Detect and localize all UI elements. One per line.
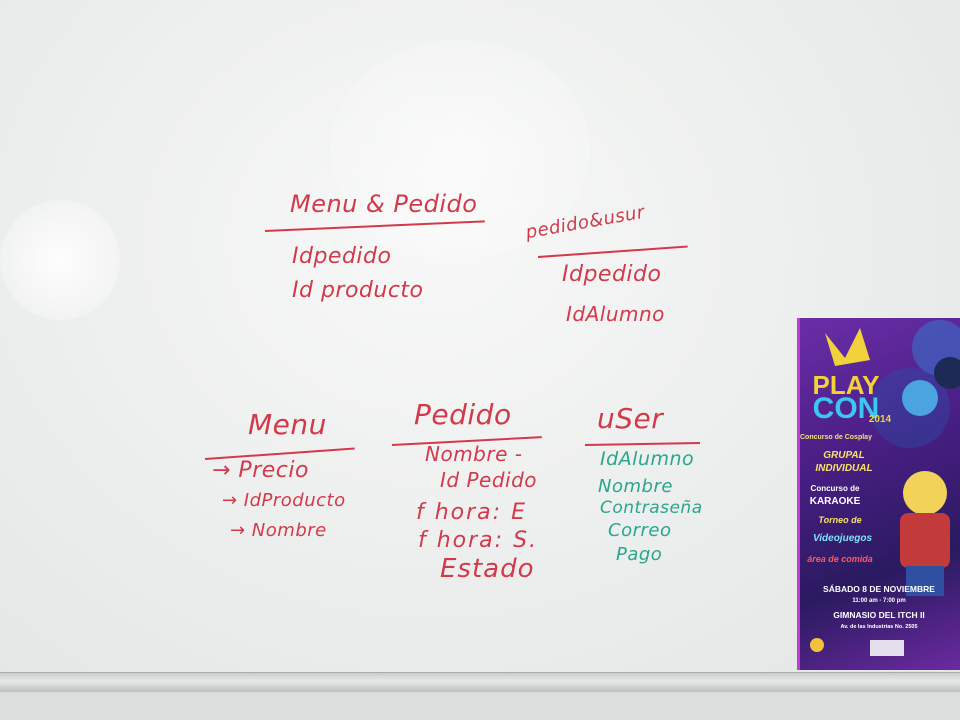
poster-subtitle: Concurso de Cosplay bbox=[800, 434, 872, 441]
pedido-field: f hora: E bbox=[416, 500, 527, 525]
poster-logo-line1: PLAY bbox=[812, 370, 880, 400]
pedido-usur-underline bbox=[537, 245, 688, 258]
wall bbox=[0, 692, 960, 720]
menu-field: → IdProducto bbox=[222, 490, 346, 511]
user-field: Pago bbox=[616, 544, 663, 565]
menu-field: → Precio bbox=[212, 458, 309, 483]
menu-pedido-field: Id producto bbox=[292, 278, 424, 303]
pedido-field: Nombre - bbox=[425, 442, 523, 466]
marker-tray bbox=[0, 672, 960, 693]
user-title: uSer bbox=[597, 402, 664, 435]
pedido-field: Id Pedido bbox=[440, 468, 537, 492]
user-field: IdAlumno bbox=[600, 448, 695, 470]
poster-venue: GIMNASIO DEL ITCH II bbox=[833, 610, 925, 620]
whiteboard: Menu & Pedido Idpedido Id producto pedid… bbox=[0, 0, 960, 690]
pedido-usur-field: Idpedido bbox=[562, 262, 662, 287]
menu-title: Menu bbox=[248, 408, 327, 441]
menu-pedido-field: Idpedido bbox=[292, 244, 392, 269]
poster-food: área de comida bbox=[807, 554, 873, 564]
poster-address: Av. de las Industrias No. 2505 bbox=[840, 624, 918, 630]
menu-pedido-title: Menu & Pedido bbox=[290, 190, 478, 218]
poster-logo-line2: CON bbox=[812, 392, 880, 425]
pedido-field: f hora: S. bbox=[418, 528, 539, 553]
pedido-title: Pedido bbox=[414, 398, 512, 431]
pedido-usur-field: IdAlumno bbox=[566, 302, 665, 326]
pedido-field: Estado bbox=[440, 554, 535, 584]
poster-artwork bbox=[825, 320, 960, 596]
user-field: Nombre bbox=[598, 476, 673, 497]
poster-cosplay-type: INDIVIDUAL bbox=[815, 463, 873, 474]
poster-cosplay-type: GRUPAL bbox=[823, 450, 865, 461]
poster-logo-year: 2014 bbox=[868, 414, 892, 425]
playcon-poster: PLAY CON 2014 Concurso de Cosplay GRUPAL… bbox=[797, 318, 960, 670]
poster-karaoke: KARAOKE bbox=[809, 496, 861, 507]
poster-videojuegos: Videojuegos bbox=[812, 533, 873, 544]
glare-left bbox=[0, 200, 120, 320]
poster-time: 11:00 am - 7:00 pm bbox=[852, 598, 906, 604]
poster-karaoke-intro: Concurso de bbox=[810, 484, 860, 493]
sponsor-logo bbox=[870, 640, 904, 656]
user-field: Contraseña bbox=[600, 498, 703, 518]
user-underline bbox=[584, 441, 700, 446]
poster-date: SÁBADO 8 DE NOVIEMBRE bbox=[823, 584, 935, 594]
menu-field: → Nombre bbox=[230, 520, 327, 541]
user-field: Correo bbox=[608, 520, 672, 541]
poster-torneo: Torneo de bbox=[818, 515, 862, 525]
sponsor-logo bbox=[810, 638, 824, 652]
